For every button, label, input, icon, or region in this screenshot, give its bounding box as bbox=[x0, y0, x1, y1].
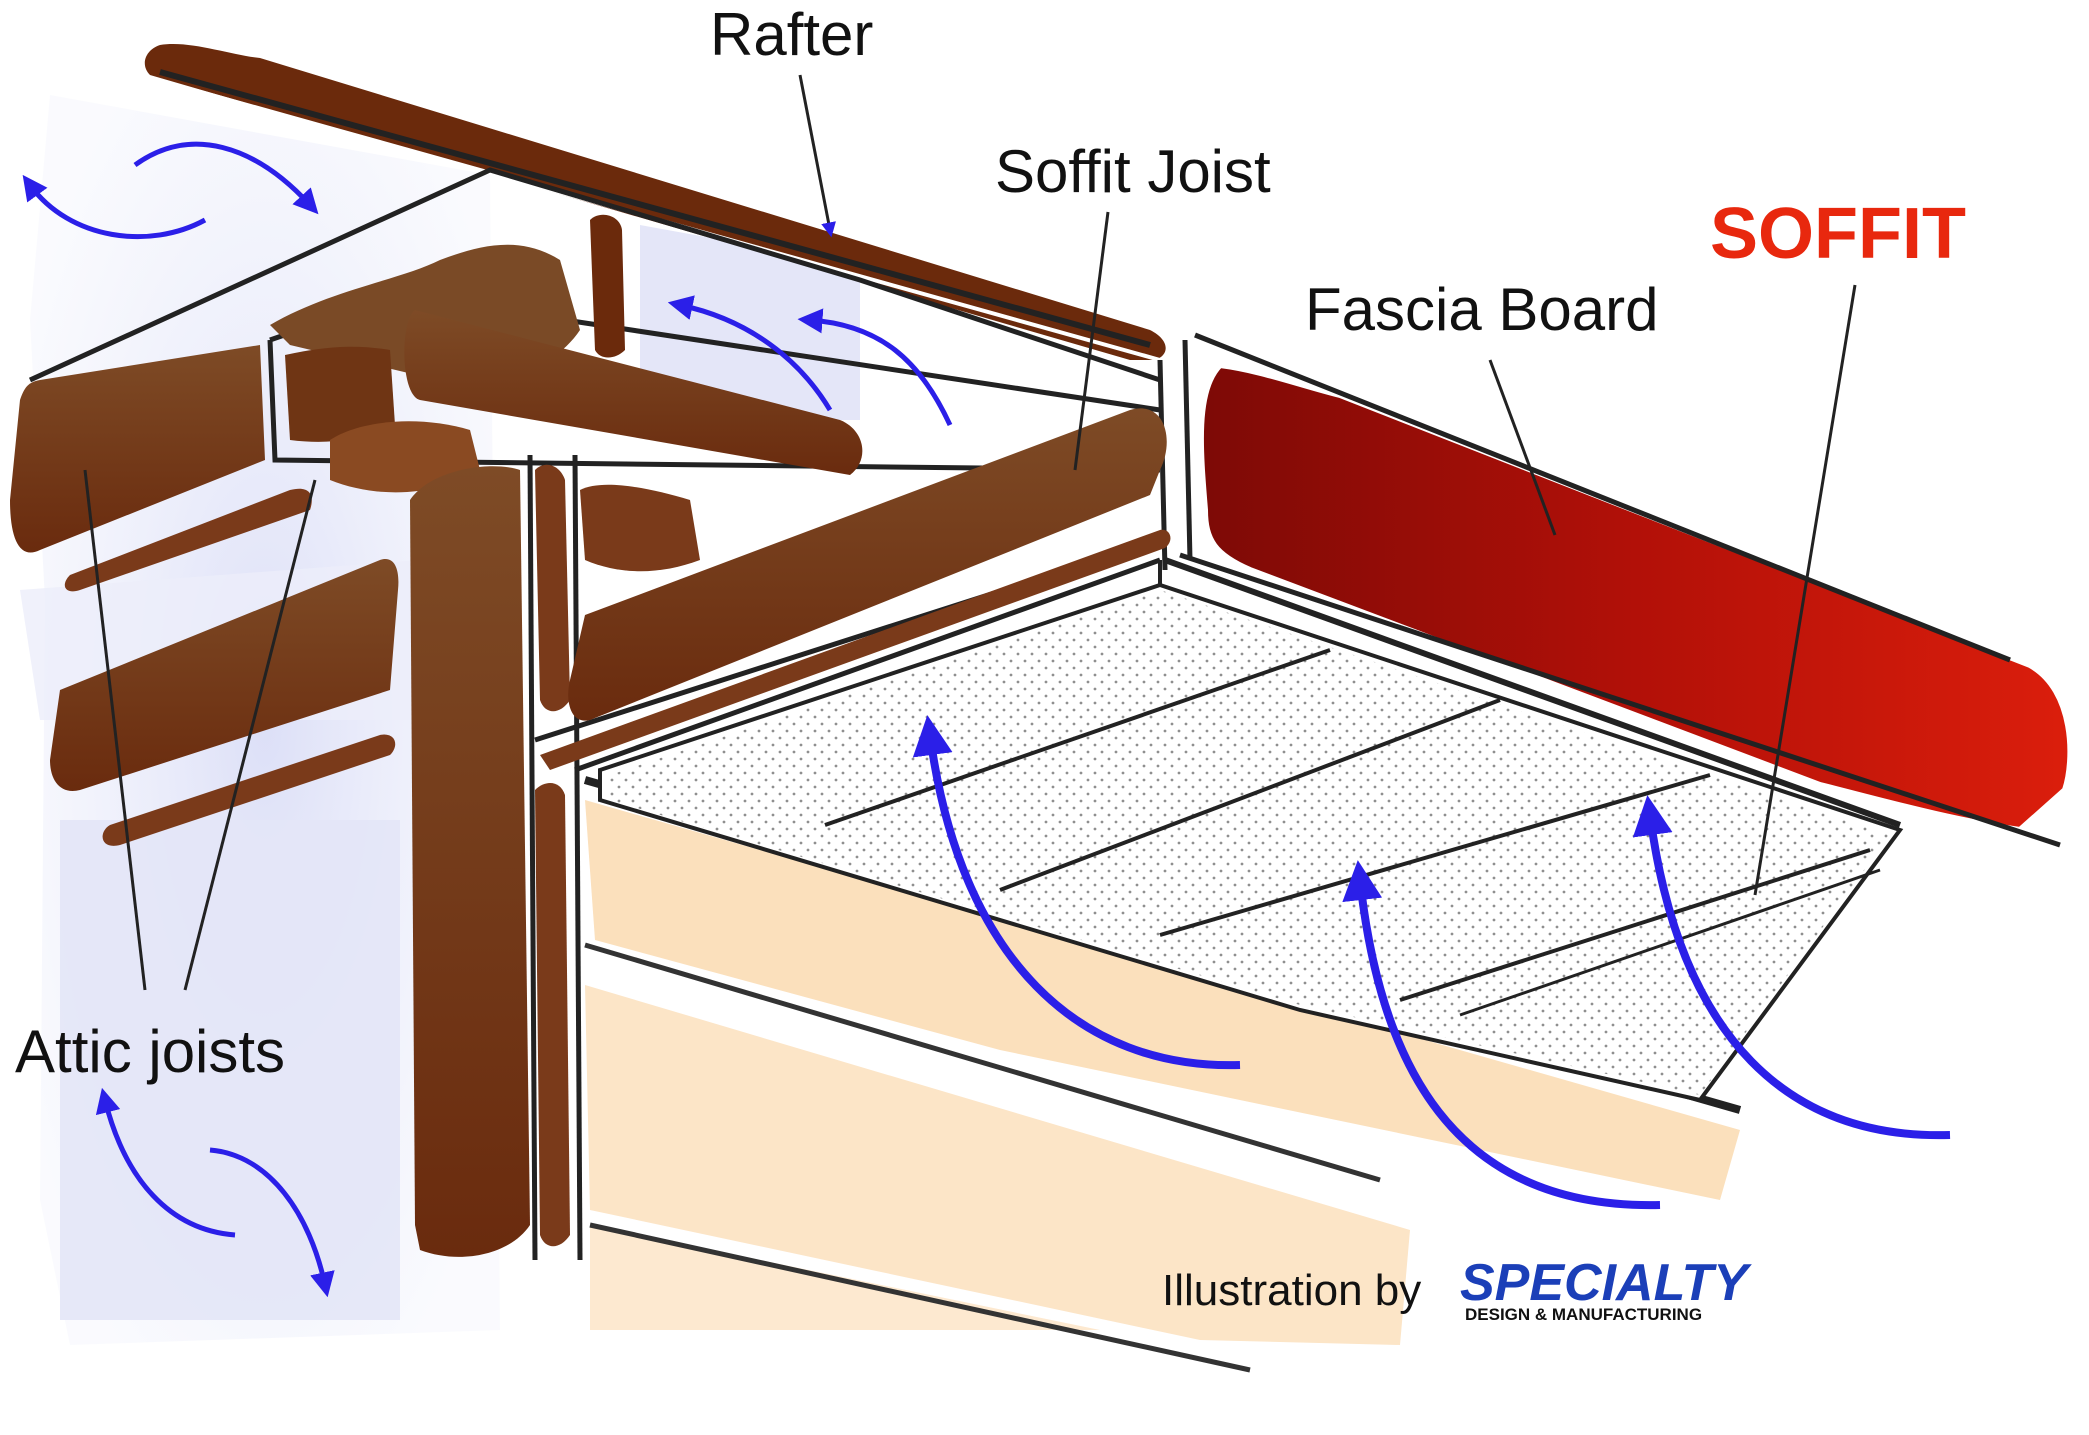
airflow-arrow-soffit-center bbox=[1342, 860, 1661, 1210]
label-soffit-joist: Soffit Joist bbox=[995, 138, 1271, 205]
rafter-leader bbox=[798, 74, 836, 238]
attic-joist-upper-left bbox=[10, 345, 265, 553]
attic-joist-lower-left bbox=[50, 559, 399, 791]
airflow-arrows bbox=[22, 141, 1951, 1298]
credit-brand-sub: DESIGN & MANUFACTURING bbox=[1465, 1305, 1702, 1324]
fascia-top-edge bbox=[1194, 332, 2011, 663]
credit-brand: SPECIALTY bbox=[1460, 1254, 1752, 1312]
horizontal-joist bbox=[404, 310, 863, 475]
label-soffit: SOFFIT bbox=[1710, 194, 1966, 274]
label-attic-joists: Attic joists bbox=[15, 1018, 285, 1085]
label-rafter: Rafter bbox=[710, 1, 873, 68]
vertical-post bbox=[410, 466, 530, 1257]
airflow-arrow-soffit-left bbox=[912, 715, 1241, 1070]
attic-joists-leader-2 bbox=[183, 479, 317, 991]
airflow-arrow-attic-top-left bbox=[22, 174, 207, 239]
vertical-post-right bbox=[535, 464, 570, 712]
airflow-arrow-attic-mid-left bbox=[667, 295, 833, 412]
fascia-leader bbox=[1488, 359, 1557, 536]
callout-lines bbox=[83, 74, 1857, 991]
soffit-leader bbox=[1753, 284, 1857, 896]
label-fascia-board: Fascia Board bbox=[1305, 276, 1659, 343]
joist-block-center bbox=[285, 346, 395, 442]
frame-outlines bbox=[28, 167, 1193, 1261]
attic-joist-lower-left-strip-2 bbox=[102, 734, 396, 846]
vertical-stud-mid bbox=[580, 484, 700, 572]
soffit-joist-leader bbox=[1073, 211, 1110, 471]
credit-prefix: Illustration by bbox=[1162, 1266, 1421, 1315]
attic-joists-leader-1 bbox=[83, 469, 147, 991]
vertical-post-right-lower bbox=[535, 783, 570, 1247]
illustration-credit: Illustration by SPECIALTY DESIGN & MANUF… bbox=[1162, 1254, 1752, 1324]
airflow-arrow-lower-left-down bbox=[209, 1147, 335, 1298]
vertical-stud-upper bbox=[590, 214, 625, 358]
attic-joist-lower-left-strip bbox=[64, 488, 312, 592]
airflow-arrow-soffit-right bbox=[1632, 795, 1951, 1140]
airflow-arrow-lower-left-up bbox=[95, 1087, 236, 1238]
airflow-arrow-attic-top-right bbox=[133, 141, 319, 215]
fascia-bottom-edge bbox=[1179, 552, 2061, 848]
soffit-joist-edge bbox=[540, 529, 1171, 770]
airflow-arrow-attic-mid-right bbox=[797, 308, 953, 427]
soffit-joist bbox=[568, 408, 1167, 721]
joist-block-center-top bbox=[330, 421, 480, 493]
